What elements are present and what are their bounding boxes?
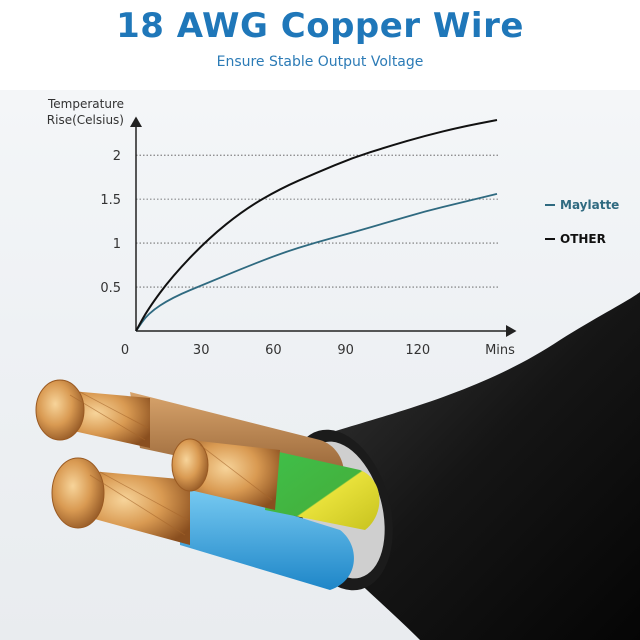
y-axis-title-line1: Temperature <box>47 97 124 111</box>
x-tick-label: 0 <box>121 343 129 358</box>
y-tick-label: 1 <box>113 237 121 252</box>
series-lines <box>135 119 498 332</box>
x-tick-label: 30 <box>193 343 210 358</box>
x-tick-label: 90 <box>337 343 354 358</box>
series-line-maylatte <box>135 192 498 332</box>
y-axis-title: Temperature Rise(Celsius) <box>40 96 124 128</box>
series-line-other <box>135 119 498 332</box>
blue-wire-copper <box>51 457 190 545</box>
y-axis-title-line2: Rise(Celsius) <box>46 113 124 127</box>
green-yellow-wire-copper <box>171 438 280 510</box>
page-title: 18 AWG Copper Wire <box>116 6 524 46</box>
y-tick-label: 2 <box>113 149 121 164</box>
y-tick-label: 0.5 <box>100 281 121 296</box>
legend-label: OTHER <box>560 232 606 246</box>
header-banner <box>0 0 640 90</box>
copper-strand-texture <box>69 391 273 536</box>
y-tick-label: 1.5 <box>100 193 121 208</box>
x-tick-labels: 0 30 60 90 120 <box>121 343 430 358</box>
blue-wire-insulation <box>180 480 354 590</box>
legend-label: Maylatte <box>560 198 619 212</box>
brown-wire-copper <box>35 379 150 448</box>
green-yellow-wire-insulation <box>265 450 380 530</box>
y-tick-labels: 0.5 1 1.5 2 <box>100 149 121 296</box>
x-tick-label: 120 <box>405 343 430 358</box>
x-axis-label: Mins <box>485 343 515 358</box>
x-tick-label: 60 <box>265 343 282 358</box>
page-subtitle: Ensure Stable Output Voltage <box>216 54 424 70</box>
